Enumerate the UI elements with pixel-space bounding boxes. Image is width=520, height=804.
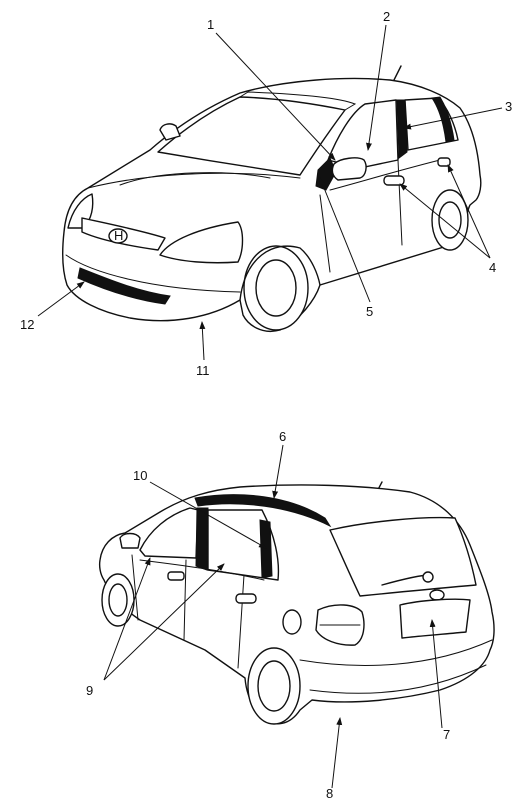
front-logo-emblem <box>108 228 128 244</box>
front-side-window-front <box>327 99 399 169</box>
callout-6: 6 <box>279 429 286 444</box>
callout-9: 9 <box>86 683 93 698</box>
callout-5: 5 <box>366 304 373 319</box>
rear-window-trim-c <box>259 519 273 579</box>
front-antenna <box>393 65 402 81</box>
callout-numbers: 1 2 3 4 5 11 12 6 10 9 7 8 <box>20 9 512 801</box>
fuel-door <box>282 609 302 635</box>
callout-11: 11 <box>196 363 210 378</box>
front-headlight-right <box>159 221 244 264</box>
callout-leaders <box>37 24 503 789</box>
license-plate-garnish <box>399 598 471 639</box>
leader-2 <box>366 24 387 151</box>
leader-8 <box>331 717 343 789</box>
leader-9b <box>103 563 225 681</box>
leader-12 <box>37 281 85 317</box>
rear-view-rear-handle <box>235 593 257 604</box>
front-left-mirror <box>159 123 181 141</box>
front-door-handle <box>383 175 405 186</box>
leader-5 <box>319 177 371 303</box>
rear-view-car <box>98 481 495 725</box>
leader-7 <box>429 619 443 729</box>
callout-3: 3 <box>505 99 512 114</box>
callout-10: 10 <box>133 468 147 483</box>
leader-11 <box>199 321 206 361</box>
rear-window <box>329 516 477 597</box>
leader-6 <box>272 444 284 499</box>
callout-2: 2 <box>383 9 390 24</box>
leader-9a <box>103 557 151 681</box>
leader-4a <box>399 183 491 259</box>
leader-10 <box>149 481 267 549</box>
callout-1: 1 <box>207 17 214 32</box>
callout-8: 8 <box>326 786 333 801</box>
rear-view-front-handle <box>167 571 185 581</box>
front-view-car: H <box>62 65 482 332</box>
leader-4b <box>447 164 491 259</box>
front-side-mirror <box>331 157 367 181</box>
rear-logo-emblem <box>429 589 445 601</box>
rear-roof-molding <box>194 494 332 528</box>
callout-7: 7 <box>443 727 450 742</box>
front-lower-grille <box>77 267 171 305</box>
front-rear-window-trim <box>431 96 455 143</box>
rear-view-mirror <box>119 532 141 549</box>
leader-3 <box>403 107 503 130</box>
callout-12: 12 <box>20 317 34 332</box>
callout-4: 4 <box>489 260 496 275</box>
front-logo-letter: H <box>114 228 123 243</box>
front-door-trim-pillar <box>396 99 408 159</box>
rear-door-handle <box>437 157 451 167</box>
rear-door-pillar-trim <box>195 507 209 571</box>
leader-1 <box>215 32 336 161</box>
